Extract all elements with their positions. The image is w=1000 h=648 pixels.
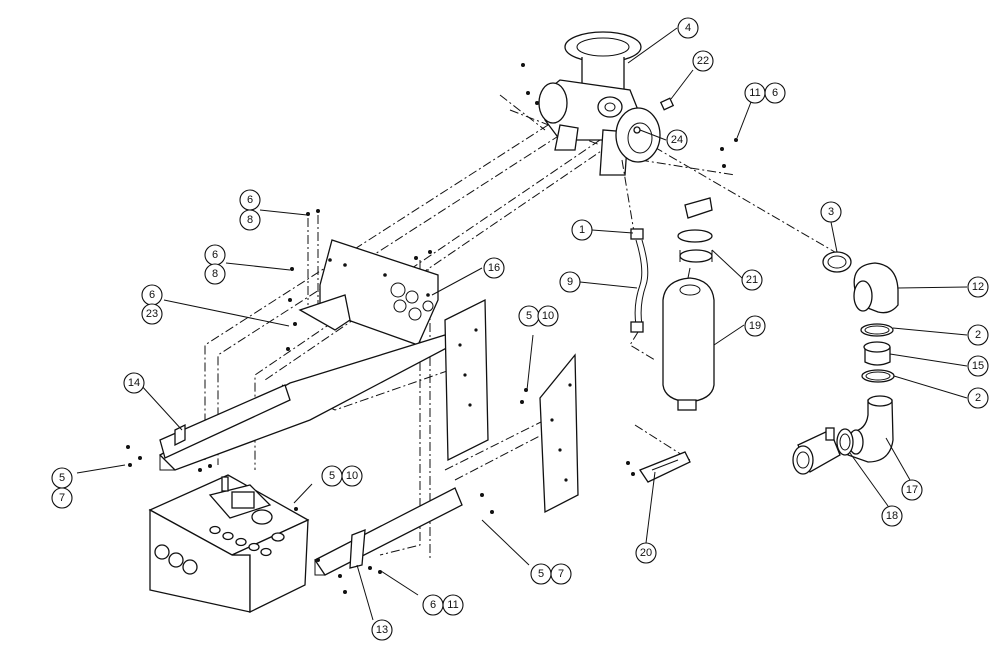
callout-2-lower: 2: [967, 387, 989, 409]
callout-8: 8: [204, 263, 226, 285]
svg-text:11: 11: [749, 87, 760, 99]
callout-2-upper: 2: [967, 324, 989, 346]
callout-14: 14: [123, 372, 145, 394]
part-15-coupler: [863, 341, 891, 366]
callout-6: 6: [422, 594, 444, 616]
callout-17: 17: [901, 479, 923, 501]
callout-1: 1: [571, 219, 593, 241]
part-4-intake-housing: [538, 31, 675, 176]
callout-21: 21: [741, 269, 763, 291]
callout-20: 20: [635, 542, 657, 564]
svg-text:1: 1: [579, 224, 585, 236]
callout-5: 5: [518, 305, 540, 327]
turbo-fitting: [792, 427, 841, 475]
svg-text:19: 19: [749, 320, 761, 332]
svg-text:18: 18: [886, 510, 898, 522]
callout-5: 5: [321, 465, 343, 487]
svg-text:2: 2: [975, 329, 981, 341]
callout-10: 10: [341, 465, 363, 487]
part-12-elbow: [853, 262, 899, 314]
svg-text:5: 5: [538, 568, 544, 580]
callout-7: 7: [550, 563, 572, 585]
callout-3: 3: [820, 201, 842, 223]
svg-text:13: 13: [376, 624, 388, 636]
leader-lines: [76, 27, 968, 621]
part-1-fitting: [630, 228, 644, 240]
svg-text:23: 23: [146, 308, 158, 320]
svg-text:3: 3: [828, 206, 834, 218]
svg-text:22: 22: [697, 55, 709, 67]
side-plate-right: [539, 353, 579, 514]
svg-text:8: 8: [212, 268, 218, 280]
callout-6: 6: [239, 189, 261, 211]
svg-text:6: 6: [247, 194, 253, 206]
part-19-muffler: [662, 267, 715, 411]
svg-text:11: 11: [447, 599, 458, 611]
svg-text:5: 5: [526, 310, 532, 322]
control-box: [148, 474, 310, 614]
callout-7: 7: [51, 487, 73, 509]
svg-text:5: 5: [59, 472, 65, 484]
lower-rail: [314, 487, 463, 576]
svg-text:20: 20: [640, 547, 652, 559]
callout-12: 12: [967, 276, 989, 298]
part-13-brace: [349, 529, 366, 569]
part-20-bracket: [639, 451, 691, 483]
callout-6: 6: [141, 284, 163, 306]
callout-5: 5: [51, 467, 73, 489]
callout-19: 19: [744, 315, 766, 337]
svg-text:4: 4: [685, 22, 691, 34]
callout-15: 15: [967, 355, 989, 377]
part-18-gasket: [836, 428, 854, 456]
svg-text:6: 6: [430, 599, 436, 611]
side-plate-left: [444, 298, 489, 462]
callout-11: 11: [442, 594, 464, 616]
svg-text:21: 21: [746, 274, 758, 286]
fasteners: [126, 63, 738, 594]
svg-text:2: 2: [975, 392, 981, 404]
part-9-hose: [621, 159, 656, 361]
svg-text:6: 6: [772, 87, 778, 99]
svg-text:7: 7: [59, 492, 65, 504]
part-3-gasket: [822, 251, 852, 273]
part-2-clamp-upper: [860, 323, 894, 337]
callout-11: 11: [744, 82, 766, 104]
svg-text:7: 7: [558, 568, 564, 580]
callout-22: 22: [692, 50, 714, 72]
callout-10: 10: [537, 305, 559, 327]
svg-text:10: 10: [542, 310, 554, 322]
callout-16: 16: [483, 257, 505, 279]
callout-23: 23: [141, 303, 163, 325]
svg-text:17: 17: [906, 484, 918, 496]
callout-13: 13: [371, 619, 393, 641]
callout-5: 5: [530, 563, 552, 585]
svg-text:6: 6: [149, 289, 155, 301]
callout-18: 18: [881, 505, 903, 527]
svg-text:5: 5: [329, 470, 335, 482]
callout-8: 8: [239, 209, 261, 231]
callout-24: 24: [666, 129, 688, 151]
svg-text:16: 16: [488, 262, 500, 274]
svg-text:10: 10: [346, 470, 358, 482]
svg-text:24: 24: [671, 134, 683, 146]
svg-text:14: 14: [128, 377, 140, 389]
callout-4: 4: [677, 17, 699, 39]
part-16-rear-panel: [298, 239, 439, 346]
callout-6: 6: [764, 82, 786, 104]
svg-text:6: 6: [212, 249, 218, 261]
part-17-elbow: [847, 395, 894, 463]
callout-9: 9: [559, 271, 581, 293]
callout-6: 6: [204, 244, 226, 266]
svg-text:12: 12: [972, 281, 984, 293]
svg-text:9: 9: [567, 276, 573, 288]
part-21-cap: [677, 197, 713, 263]
part-2-clamp-lower: [861, 369, 895, 383]
part-14-bracket: [159, 384, 291, 459]
svg-text:8: 8: [247, 214, 253, 226]
svg-text:15: 15: [972, 360, 984, 372]
